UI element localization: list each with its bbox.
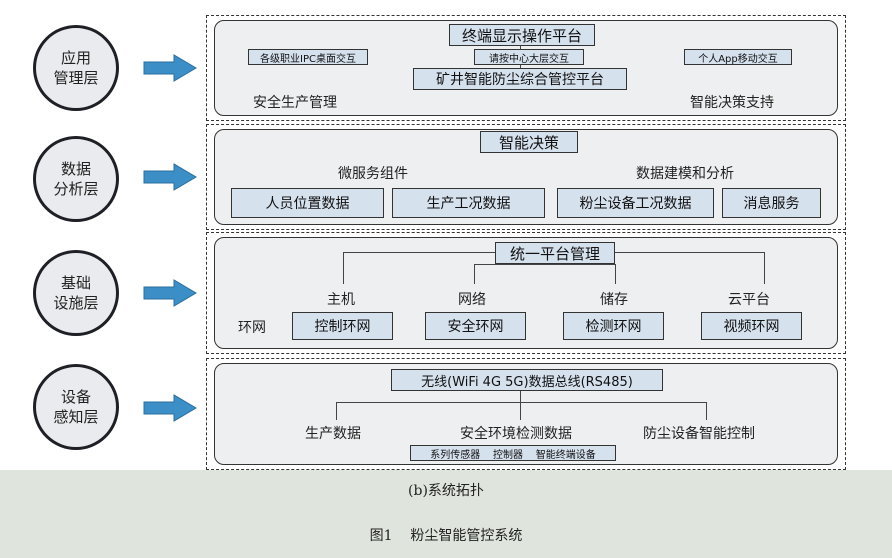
big-screen-interaction: 请按中心大层交互 bbox=[474, 49, 584, 65]
network-label: 网络 bbox=[458, 292, 486, 308]
terminal-display-platform: 终端显示操作平台 bbox=[449, 24, 595, 46]
arrow-device-sensing bbox=[142, 393, 198, 423]
modeling-label: 数据建模和分析 bbox=[636, 166, 734, 182]
connector bbox=[343, 252, 344, 284]
smart-decision-box: 智能决策 bbox=[480, 131, 578, 153]
ring-box-control: 控制环网 bbox=[292, 312, 393, 340]
safety-production-label: 安全生产管理 bbox=[253, 95, 337, 111]
connector bbox=[764, 252, 765, 284]
ring-box-safety: 安全环网 bbox=[425, 312, 526, 340]
data-layer-frame bbox=[206, 124, 846, 230]
figure-caption: 图1 粉尘智能管控系统 bbox=[369, 528, 523, 544]
connector bbox=[615, 264, 616, 284]
decision-support-label: 智能决策支持 bbox=[690, 95, 774, 111]
device-layer-frame bbox=[206, 358, 846, 470]
connector bbox=[336, 402, 707, 403]
safety-env-label: 安全环境检测数据 bbox=[460, 426, 572, 442]
cloud-platform-label: 云平台 bbox=[728, 292, 770, 308]
device-types-box: 系列传感器 控制器 智能终端设备 bbox=[410, 445, 616, 461]
microservice-label: 微服务组件 bbox=[338, 166, 408, 182]
storage-label: 储存 bbox=[600, 292, 628, 308]
arrow-application bbox=[142, 53, 198, 83]
layer-circle-data-analysis: 数据 分析层 bbox=[33, 136, 119, 222]
connector bbox=[706, 402, 707, 420]
host-label: 主机 bbox=[327, 292, 355, 308]
caption-band bbox=[0, 470, 892, 558]
connector bbox=[343, 252, 495, 253]
layer-circle-infrastructure: 基础 设施层 bbox=[33, 250, 119, 336]
data-bus-box: 无线(WiFi 4G 5G)数据总线(RS485) bbox=[391, 369, 663, 391]
data-box-personnel-position: 人员位置数据 bbox=[231, 188, 384, 218]
layer-circle-device-sensing: 设备 感知层 bbox=[33, 364, 119, 450]
dust-control-platform: 矿井智能防尘综合管控平台 bbox=[413, 68, 627, 90]
connector bbox=[615, 252, 765, 253]
arrow-infrastructure bbox=[142, 278, 198, 308]
application-layer-frame bbox=[206, 15, 846, 121]
connector bbox=[520, 402, 521, 420]
data-box-production: 生产工况数据 bbox=[392, 188, 545, 218]
arrow-data-analysis bbox=[142, 162, 198, 192]
ring-box-video: 视频环网 bbox=[701, 312, 802, 340]
infra-layer-frame bbox=[206, 232, 846, 354]
production-data-label: 生产数据 bbox=[305, 426, 361, 442]
data-box-dust-equipment: 粉尘设备工况数据 bbox=[557, 188, 714, 218]
connector bbox=[474, 264, 475, 284]
ring-network-label: 环网 bbox=[238, 320, 266, 336]
layer-circle-application: 应用 管理层 bbox=[33, 25, 119, 111]
connector bbox=[336, 402, 337, 420]
dust-control-label: 防尘设备智能控制 bbox=[643, 426, 755, 442]
unified-platform-box: 统一平台管理 bbox=[495, 242, 615, 264]
subfigure-caption: (b)系统拓扑 bbox=[408, 483, 484, 499]
ring-box-detection: 检测环网 bbox=[563, 312, 664, 340]
data-box-message-service: 消息服务 bbox=[722, 188, 821, 218]
ipc-desktop-interaction: 各级职业IPC桌面交互 bbox=[248, 49, 368, 65]
connector bbox=[520, 391, 521, 402]
connector bbox=[474, 264, 615, 265]
mobile-app-interaction: 个人App移动交互 bbox=[684, 49, 792, 65]
